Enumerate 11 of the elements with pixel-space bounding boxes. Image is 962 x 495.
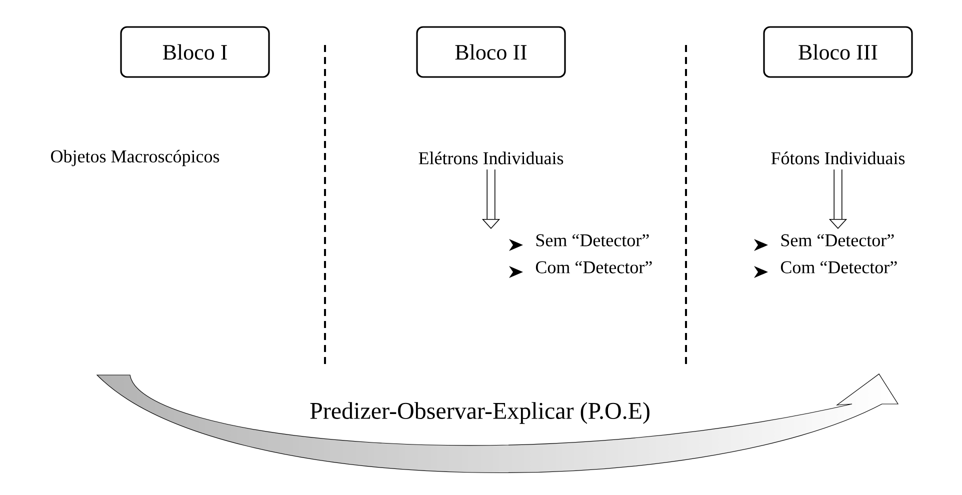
heading-text: Objetos Macroscópicos — [51, 150, 220, 166]
list-item: Com “Detector” — [780, 261, 897, 274]
cycle-label: Predizer-Observar-Explicar (P.O.E) — [310, 402, 650, 424]
list-item: Com “Detector” — [536, 261, 652, 274]
title-box: Bloco III — [763, 26, 913, 78]
title-box: Bloco I — [120, 26, 270, 78]
heading-text: Elétrons Individuais — [418, 152, 564, 164]
title-box: Bloco II — [416, 26, 566, 78]
list-item: Sem “Detector” — [781, 234, 894, 246]
heading-text: Fótons Individuais — [771, 152, 905, 164]
list-item: Sem “Detector” — [536, 234, 649, 246]
